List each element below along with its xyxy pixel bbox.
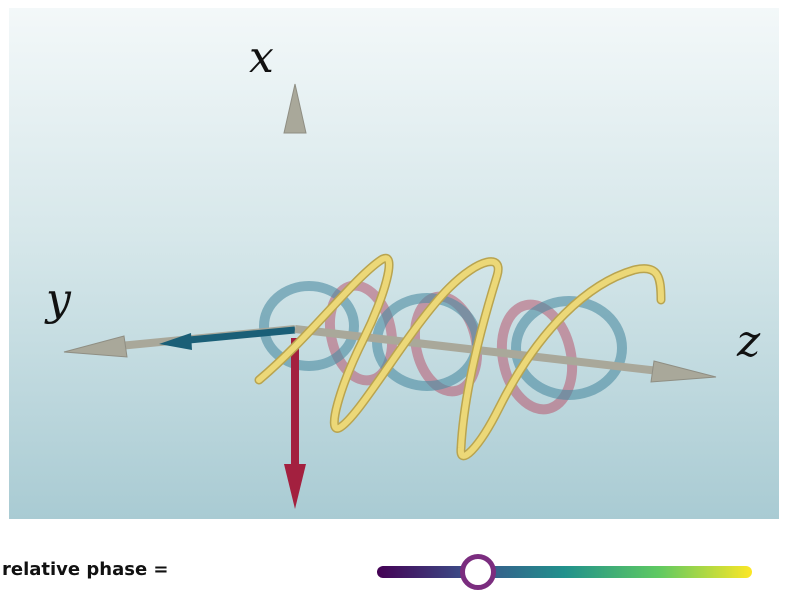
helix-wave	[254, 253, 666, 461]
z-axis-arrowhead	[650, 360, 717, 383]
phase-control: relative phase =	[0, 548, 789, 596]
blue-ring	[259, 281, 359, 371]
y-axis-arrowhead	[63, 335, 128, 358]
y-field-arrow	[159, 326, 296, 350]
relative-phase-label: relative phase =	[2, 559, 169, 580]
z-axis-label: z	[737, 316, 761, 367]
x-axis-label: x	[249, 32, 274, 83]
red-ring	[496, 299, 578, 415]
3d-viewport[interactable]: x y z	[9, 8, 779, 519]
y-axis-label: y	[46, 274, 71, 325]
x-field-arrow	[284, 338, 306, 509]
x-axis	[283, 83, 307, 333]
blue-ring	[511, 296, 627, 400]
wave-scene	[63, 83, 717, 509]
relative-phase-slider[interactable]	[377, 554, 752, 590]
slider-track[interactable]	[377, 566, 752, 578]
slider-thumb[interactable]	[460, 554, 497, 590]
x-axis-arrowhead	[283, 83, 307, 134]
